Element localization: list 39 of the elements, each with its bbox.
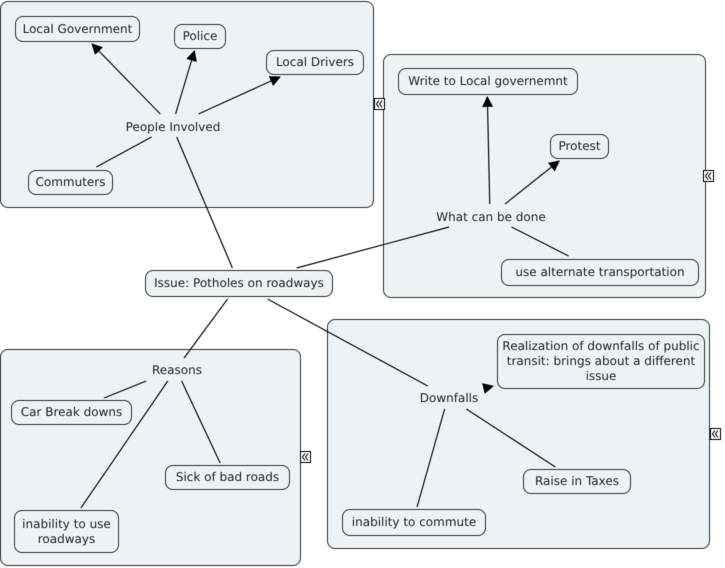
arrow [175,50,197,114]
connector-line [267,298,428,387]
concept-label: Downfalls [411,388,487,408]
connector-line [184,298,228,358]
concept-box: Issue: Potholes on roadways [145,270,333,297]
concept-box: inability to commute [342,509,486,536]
concept-box: Car Break downs [11,400,132,425]
concept-box: Commuters [28,170,113,195]
concept-box: Local Drivers [266,50,364,75]
concept-box: Protest [550,134,609,159]
concept-box: Raise in Taxes [523,469,631,494]
connector-line [181,380,221,464]
connector-line [466,408,556,468]
concept-box: Sick of bad roads [165,465,290,490]
connector-line [511,226,569,257]
concept-label: What can be done [429,207,553,227]
arrow [482,383,494,394]
group-panel [327,319,710,549]
concept-label: Reasons [139,360,215,380]
concept-box: Write to Local governemnt [398,68,578,95]
arrow [504,160,560,204]
connector-line [104,380,146,399]
connector-line [416,408,446,508]
connector-line [296,226,450,269]
concept-box: Police [174,24,226,49]
connector-line [176,136,233,268]
group-panel [0,349,301,566]
connector-line [80,380,168,508]
group-panel [0,1,374,208]
group-panel [383,54,706,298]
arrow [91,43,161,114]
arrow [482,96,494,204]
connector-line [96,136,152,168]
concept-box: Local Government [15,16,140,42]
arrow [198,76,281,115]
concept-box: inability to use roadways [14,510,119,553]
concept-label: People Involved [116,117,230,137]
concept-box: Realization of downfalls of public transit: brings about a different issue [497,334,705,389]
concept-box: use alternate transportation [501,259,699,286]
